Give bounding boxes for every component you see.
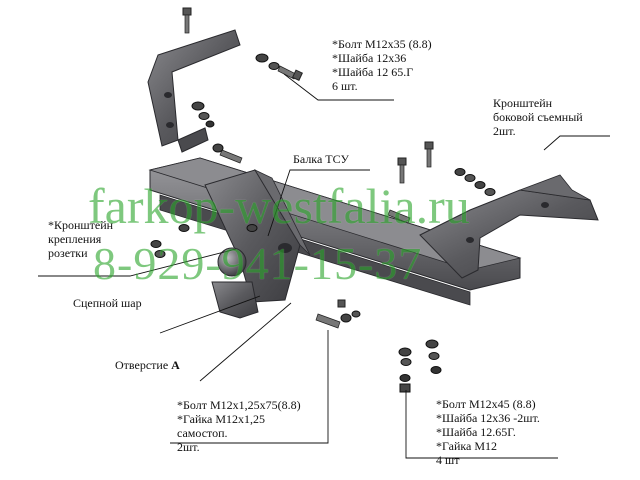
right-bracket bbox=[419, 174, 599, 279]
label-tow-ball: Сцепной шар bbox=[73, 296, 142, 310]
label-beam: Балка ТСУ bbox=[293, 152, 349, 166]
leader-bolts-top bbox=[283, 73, 394, 101]
tow-arm bbox=[204, 169, 311, 303]
leader-tow-ball bbox=[159, 295, 261, 334]
label-side-bracket: Кронштейн боковой съемный 2шт. bbox=[493, 96, 583, 138]
label-bolts-bottom: *Болт М12х45 (8.8) *Шайба 12х36 -2шт. *Ш… bbox=[436, 397, 540, 467]
leader-side-bracket bbox=[543, 135, 610, 151]
hardware-bottom-right bbox=[398, 339, 442, 393]
label-bolts-top: *Болт М12х35 (8.8) *Шайба 12х36 *Шайба 1… bbox=[332, 37, 432, 93]
hardware-left-middle bbox=[150, 224, 258, 258]
leader-beam bbox=[267, 169, 370, 237]
watermark-site: farkop-westfalia.ru bbox=[88, 178, 470, 234]
label-hole: Отверстие А bbox=[115, 358, 180, 372]
bolt-top-left bbox=[182, 7, 192, 34]
watermark-phone: 8-929-941-15-37 bbox=[93, 238, 423, 289]
leader-bolt-ball bbox=[170, 330, 329, 444]
leader-hole bbox=[199, 302, 292, 382]
leader-socket-bracket bbox=[38, 248, 237, 277]
hardware-right-top bbox=[387, 141, 496, 224]
label-socket-bracket: *Кронштейн крепления розетки bbox=[48, 218, 114, 260]
hardware-bottom-center bbox=[315, 299, 361, 329]
tow-ball bbox=[211, 247, 259, 319]
hardware-top bbox=[255, 53, 303, 81]
leader-bolts-bottom bbox=[405, 390, 558, 459]
hardware-left-stack bbox=[191, 101, 243, 164]
leader-lines bbox=[38, 73, 610, 459]
left-bracket bbox=[147, 29, 241, 153]
label-bolt-ball: *Болт М12х1,25х75(8.8) *Гайка М12х1,25 с… bbox=[177, 398, 301, 454]
